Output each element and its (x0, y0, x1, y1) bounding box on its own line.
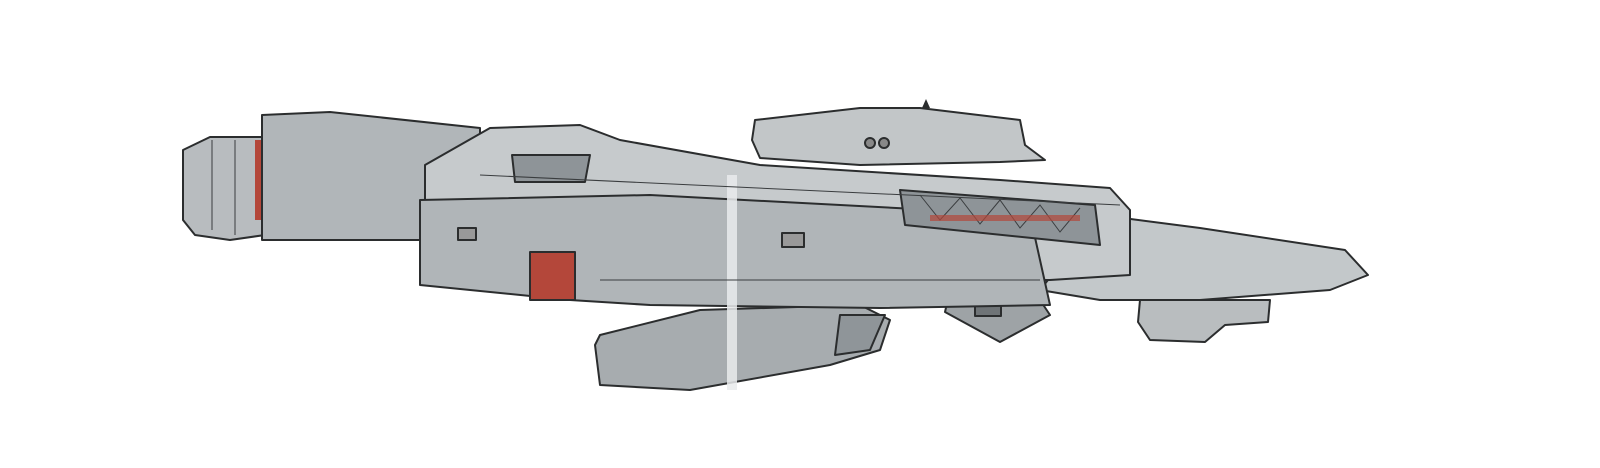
turret-sensor (864, 137, 876, 149)
side-red-door (529, 251, 576, 301)
light-strut (727, 175, 737, 390)
lower-pod-front (834, 314, 886, 356)
rear-red-stripe (255, 140, 261, 220)
dorsal-turret-pod (751, 107, 1046, 166)
upper-window-truss (511, 154, 591, 183)
panel-detail (457, 227, 477, 241)
engine-block (182, 136, 266, 241)
turret-sensor (878, 137, 890, 149)
panel-detail (781, 232, 805, 248)
rear-right-landing-gear (1137, 299, 1271, 343)
turret-antenna (922, 99, 930, 108)
truss-red-lights (930, 215, 1080, 221)
